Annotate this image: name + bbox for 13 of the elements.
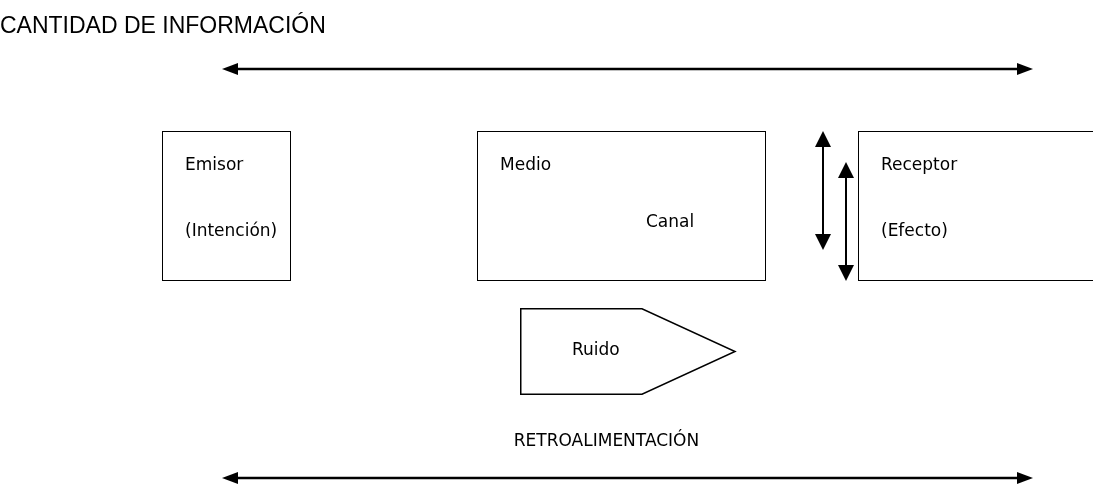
process-box [477,131,766,281]
pentagon-arrow-shape [520,308,736,395]
axis-caption: RETROALIMENTACIÓN [513,430,700,450]
node-text: (Efecto) [881,220,948,240]
node-title: Medio [500,154,552,174]
node-text: (Intención) [185,220,278,240]
node-text: Canal [646,211,695,231]
node-title: Ruido [572,339,620,359]
node-title: Emisor [185,154,244,174]
diagram-title: CANTIDAD DE INFORMACIÓN [0,12,326,39]
process-box [162,131,291,281]
node-title: Receptor [881,154,958,174]
open-box [858,131,1093,281]
